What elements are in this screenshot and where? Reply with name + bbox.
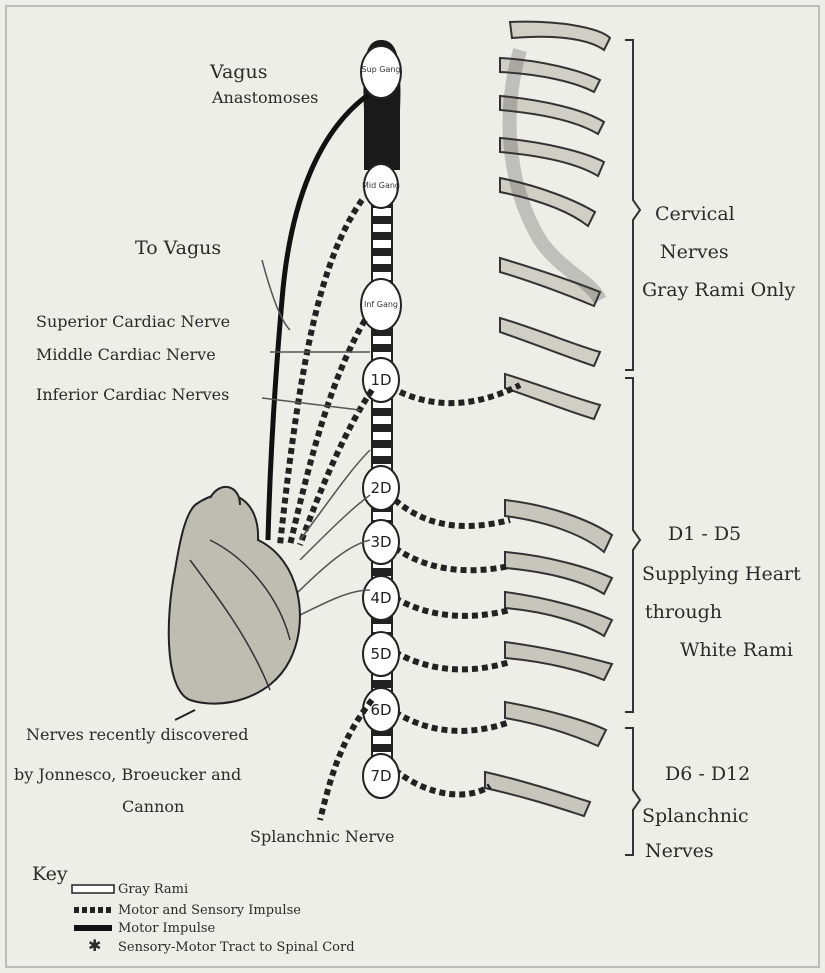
superior-cardiac-label: Superior Cardiac Nerve (36, 312, 230, 331)
ganglion-label-2d: 2D (370, 479, 391, 497)
d6d12-title: D6 - D12 (665, 763, 750, 785)
key-motor-sensory: Motor and Sensory Impulse (118, 903, 301, 918)
sup-ganglion-label: Sup Gang (361, 65, 400, 74)
vagus-nerve (268, 95, 368, 540)
d1d5-supplying-heart: Supplying Heart (642, 563, 801, 585)
d6d12-nerves: Nerves (645, 840, 714, 862)
inferior-cardiac-label: Inferior Cardiac Nerves (36, 385, 229, 404)
ganglion-label-6d: 6D (370, 701, 391, 719)
gray-rami-only-label: Gray Rami Only (642, 279, 795, 301)
ganglion-label-1d: 1D (370, 371, 391, 389)
key-title: Key (32, 863, 68, 885)
discovered-line-1: Nerves recently discovered (26, 725, 248, 744)
splanchnic-nerve-label: Splanchnic Nerve (250, 827, 395, 846)
discovered-line-2: by Jonnesco, Broeucker and (14, 765, 241, 784)
middle-cardiac-label: Middle Cardiac Nerve (36, 345, 216, 364)
cervical-nerves-label: Nerves (660, 241, 729, 263)
d1d5-through: through (645, 601, 722, 623)
ganglion-label-5d: 5D (370, 645, 391, 663)
diagram-key: Key Gray Rami Motor and Sensory Impulse … (32, 863, 355, 955)
ganglion-label-3d: 3D (370, 533, 391, 551)
key-gray-rami-swatch (72, 885, 114, 893)
vagus-label: Vagus (209, 61, 267, 83)
cardiac-nerves (280, 200, 372, 545)
key-sensory-motor: Sensory-Motor Tract to Spinal Cord (118, 940, 355, 955)
ganglion-label-4d: 4D (370, 589, 391, 607)
white-rami (395, 385, 520, 794)
key-gray-rami: Gray Rami (118, 882, 188, 897)
key-asterisk-icon: ✱ (88, 936, 101, 955)
d1d5-white-rami: White Rami (680, 639, 793, 661)
mid-ganglion-label: Mid Gang (362, 181, 400, 190)
key-motor: Motor Impulse (118, 921, 216, 936)
vagus-anastomoses-label: Anastomoses (211, 88, 318, 107)
ganglion-label-7d: 7D (370, 767, 391, 785)
cervical-title: Cervical (655, 203, 735, 225)
d6d12-splanchnic: Splanchnic (642, 805, 749, 827)
region-brackets (625, 40, 640, 855)
to-vagus-label: To Vagus (135, 237, 221, 259)
d1d5-title: D1 - D5 (668, 523, 741, 545)
inf-ganglion-label: Inf Gang (364, 300, 398, 309)
thoracic-nerves (485, 500, 612, 816)
discovered-line-3: Cannon (122, 797, 184, 816)
